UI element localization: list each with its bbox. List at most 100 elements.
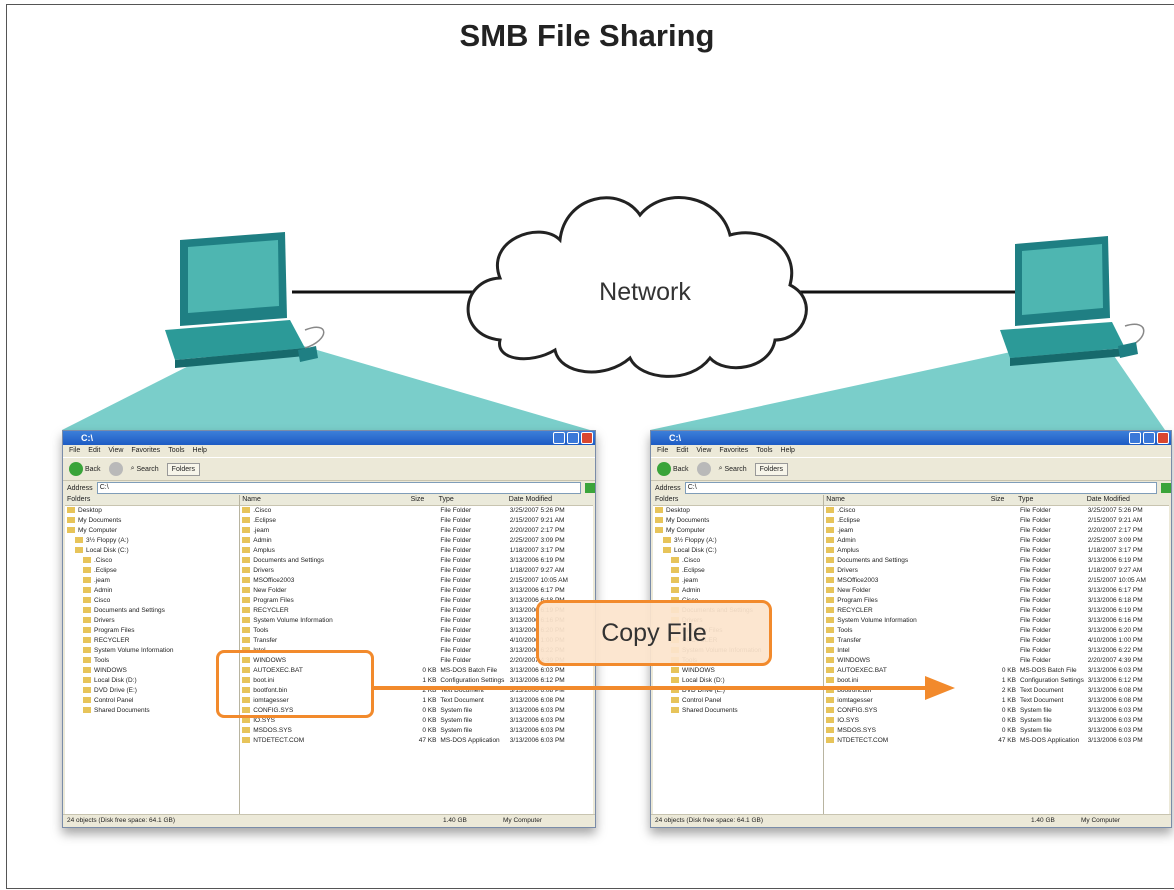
menu-help[interactable]: Help bbox=[780, 447, 795, 454]
col-type[interactable]: Type bbox=[438, 496, 454, 503]
search-button[interactable]: ⌕Search bbox=[719, 465, 747, 473]
tree-node[interactable]: Admin bbox=[65, 586, 239, 596]
tree-node[interactable]: Admin bbox=[653, 586, 823, 596]
tree-node[interactable]: Documents and Settings bbox=[65, 606, 239, 616]
minimize-button[interactable] bbox=[553, 432, 565, 444]
menu-help[interactable]: Help bbox=[192, 447, 207, 454]
tree-node[interactable]: Local Disk (D:) bbox=[653, 676, 823, 686]
tree-node[interactable]: Control Panel bbox=[65, 696, 239, 706]
go-button[interactable] bbox=[585, 483, 595, 493]
tree-node[interactable]: My Documents bbox=[653, 516, 823, 526]
tree-node[interactable]: Shared Documents bbox=[65, 706, 239, 716]
tree-node[interactable]: System Volume Information bbox=[65, 646, 239, 656]
tree-node[interactable]: Desktop bbox=[65, 506, 239, 516]
search-button[interactable]: ⌕Search bbox=[131, 465, 159, 473]
tree-node[interactable]: RECYCLER bbox=[65, 636, 239, 646]
col-modified[interactable]: Date Modified bbox=[508, 496, 552, 503]
tree-node[interactable]: 3½ Floppy (A:) bbox=[653, 536, 823, 546]
col-modified[interactable]: Date Modified bbox=[1086, 496, 1130, 503]
menu-edit[interactable]: Edit bbox=[676, 447, 689, 454]
close-button[interactable] bbox=[581, 432, 593, 444]
tree-node[interactable]: Drivers bbox=[65, 616, 239, 626]
window-titlebar[interactable]: C:\ bbox=[63, 431, 595, 445]
menu-view[interactable]: View bbox=[108, 447, 124, 454]
col-name[interactable]: Name bbox=[826, 496, 845, 503]
tree-node[interactable]: DVD Drive (E:) bbox=[653, 686, 823, 696]
tree-node[interactable]: My Documents bbox=[65, 516, 239, 526]
tree-node[interactable]: .Eclipse bbox=[65, 566, 239, 576]
menu-edit[interactable]: Edit bbox=[88, 447, 101, 454]
tree-node[interactable]: DVD Drive (E:) bbox=[65, 686, 239, 696]
menu-file[interactable]: File bbox=[657, 447, 669, 454]
maximize-button[interactable] bbox=[567, 432, 579, 444]
tree-node[interactable]: My Computer bbox=[65, 526, 239, 536]
col-type[interactable]: Type bbox=[1018, 496, 1034, 503]
tree-node[interactable]: 3½ Floppy (A:) bbox=[65, 536, 239, 546]
window-titlebar[interactable]: C:\ bbox=[651, 431, 1171, 445]
address-input[interactable]: C:\ bbox=[96, 482, 581, 494]
forward-button[interactable] bbox=[108, 462, 123, 476]
close-button[interactable] bbox=[1157, 432, 1169, 444]
menu-tools[interactable]: Tools bbox=[168, 447, 185, 454]
col-size[interactable]: Size bbox=[410, 496, 425, 503]
tree-node[interactable]: Local Disk (C:) bbox=[653, 546, 823, 556]
menu-tools[interactable]: Tools bbox=[756, 447, 773, 454]
address-input[interactable]: C:\ bbox=[684, 482, 1157, 494]
go-button[interactable] bbox=[1161, 483, 1171, 493]
tree-node[interactable]: My Computer bbox=[653, 526, 823, 536]
tree-node[interactable]: .Cisco bbox=[653, 556, 823, 566]
tree-node[interactable]: Control Panel bbox=[653, 696, 823, 706]
menu-file[interactable]: File bbox=[69, 447, 81, 454]
folders-button[interactable]: Folders bbox=[754, 462, 789, 476]
tree-node[interactable]: WINDOWS bbox=[653, 666, 823, 676]
left-explorer-window[interactable]: C:\ File Edit View Favorites Tools Help … bbox=[62, 430, 596, 828]
tree-node[interactable]: .Eclipse bbox=[653, 566, 823, 576]
tree-node[interactable]: .Cisco bbox=[65, 556, 239, 566]
tree-node[interactable]: Cisco bbox=[65, 596, 239, 606]
col-size[interactable]: Size bbox=[990, 496, 1005, 503]
forward-button[interactable] bbox=[696, 462, 711, 476]
back-button[interactable]: Back bbox=[657, 462, 689, 476]
menu-favorites[interactable]: Favorites bbox=[719, 447, 749, 454]
tree-node[interactable]: Local Disk (D:) bbox=[65, 676, 239, 686]
tree-node[interactable]: .jeam bbox=[653, 576, 823, 586]
menu-view[interactable]: View bbox=[696, 447, 712, 454]
